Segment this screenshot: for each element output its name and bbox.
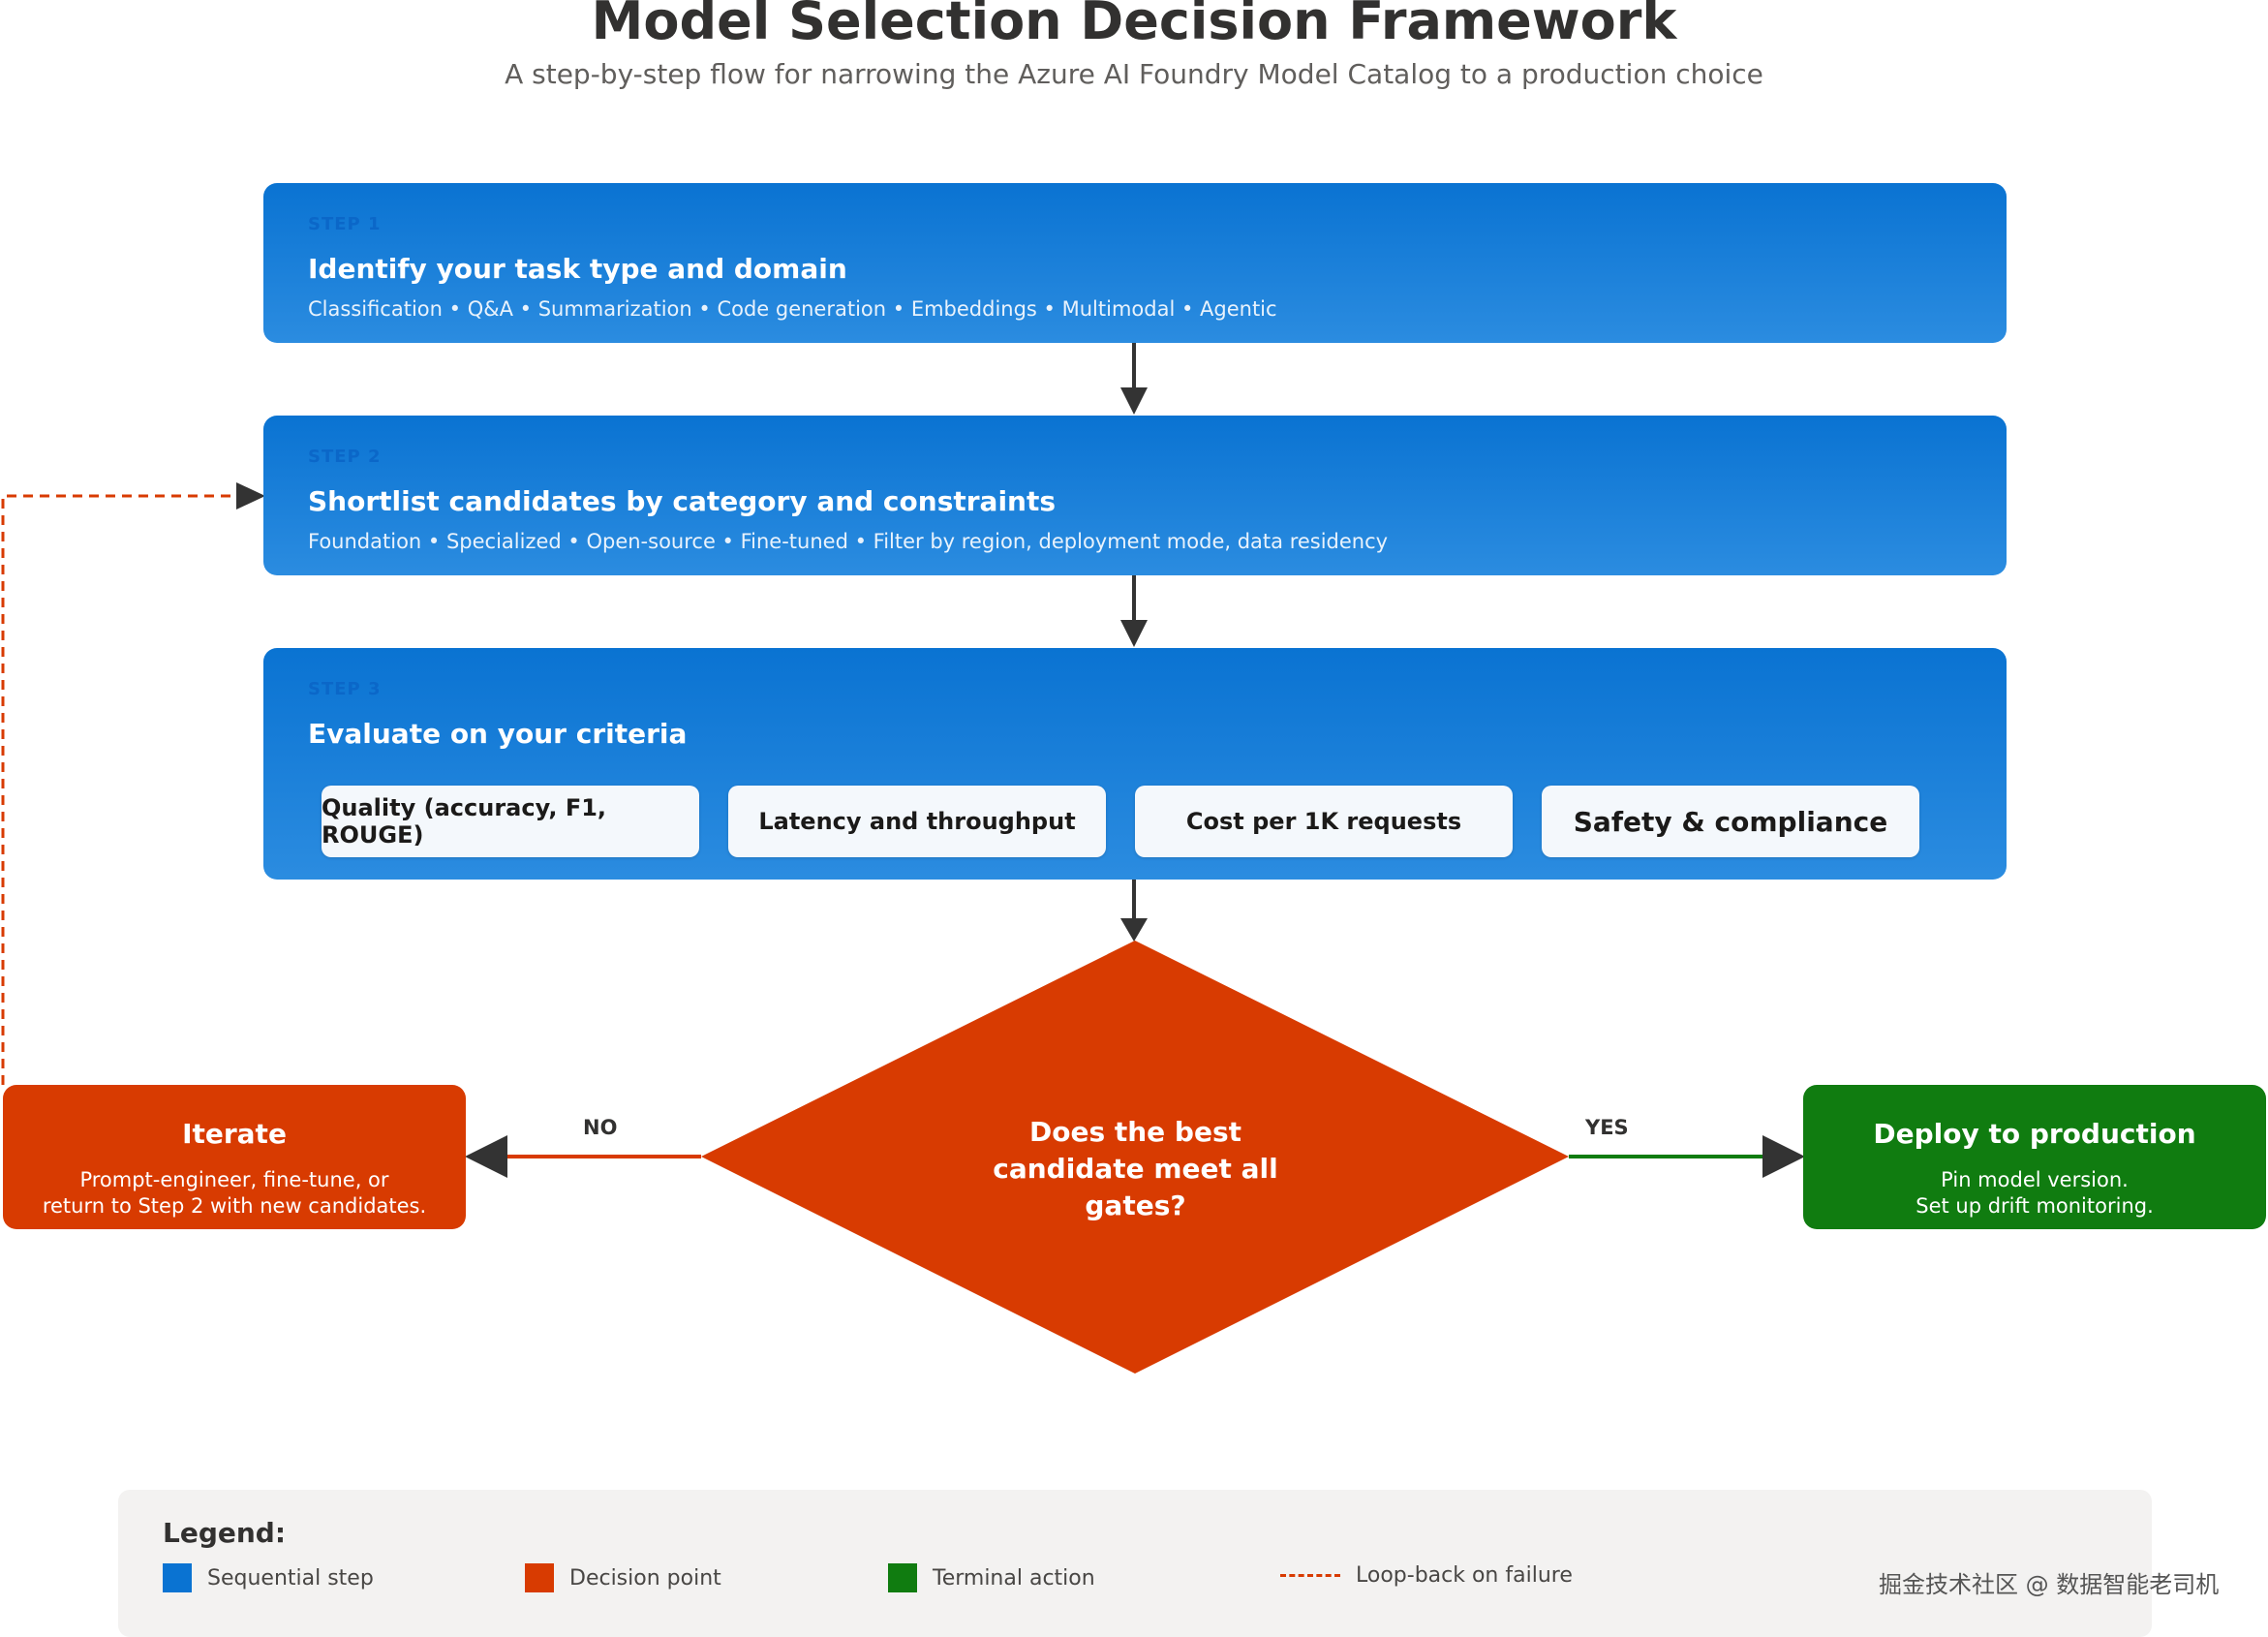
arrowhead-step3 (1120, 620, 1148, 647)
deploy-description: Pin model version. Set up drift monitori… (1803, 1167, 2266, 1220)
legend-swatch-blue (163, 1563, 192, 1592)
arrowhead-decision (1120, 918, 1148, 942)
deploy-description-line1: Pin model version. (1941, 1168, 2129, 1191)
arrowhead-step2 (1120, 387, 1148, 415)
legend: Legend: Sequential step Decision point T… (118, 1490, 2152, 1637)
watermark: 掘金技术社区 @ 数据智能老司机 (1879, 1571, 2220, 1598)
yes-label: YES (1585, 1116, 1629, 1139)
arrowhead-loop-back (236, 482, 265, 510)
decision-question: Does the best candidate meet all gates? (993, 1116, 1278, 1221)
step-2-box: STEP 2 Shortlist candidates by category … (263, 416, 2007, 575)
decision-diamond (701, 941, 1569, 1374)
legend-item-terminal: Terminal action (888, 1563, 1095, 1592)
criterion-latency: Latency and throughput (728, 786, 1106, 857)
page-title: Model Selection Decision Framework (591, 0, 1677, 51)
legend-label-sequential: Sequential step (207, 1565, 374, 1591)
legend-item-sequential: Sequential step (163, 1563, 374, 1592)
step-2-description: Foundation • Specialized • Open-source •… (308, 530, 1389, 553)
legend-swatch-orange (525, 1563, 554, 1592)
step-1-label: STEP 1 (308, 214, 382, 234)
legend-label-terminal: Terminal action (933, 1565, 1095, 1591)
legend-swatch-green (888, 1563, 917, 1592)
step-1-box: STEP 1 Identify your task type and domai… (263, 183, 2007, 343)
step-1-title: Identify your task type and domain (308, 253, 847, 285)
arrowhead-iterate (465, 1135, 507, 1178)
iterate-description-line2: return to Step 2 with new candidates. (42, 1194, 427, 1218)
iterate-description: Prompt-engineer, fine-tune, or return to… (3, 1167, 466, 1220)
legend-item-decision: Decision point (525, 1563, 721, 1592)
legend-label-decision: Decision point (569, 1565, 721, 1591)
step-3-label: STEP 3 (308, 679, 382, 699)
criterion-quality: Quality (accuracy, F1, ROUGE) (322, 786, 699, 857)
step-2-label: STEP 2 (308, 447, 382, 467)
loop-back-line (1, 494, 238, 1085)
iterate-title: Iterate (182, 1118, 287, 1150)
step-2-title: Shortlist candidates by category and con… (308, 485, 1057, 517)
deploy-description-line2: Set up drift monitoring. (1916, 1194, 2154, 1218)
deploy-title: Deploy to production (1873, 1118, 2196, 1150)
step-3-box: STEP 3 Evaluate on your criteria Quality… (263, 648, 2007, 880)
legend-title: Legend: (163, 1517, 287, 1549)
page-subtitle: A step-by-step flow for narrowing the Az… (505, 58, 1763, 90)
iterate-box: Iterate Prompt-engineer, fine-tune, or r… (3, 1085, 466, 1229)
criterion-cost: Cost per 1K requests (1135, 786, 1513, 857)
iterate-description-line1: Prompt-engineer, fine-tune, or (79, 1168, 389, 1191)
criterion-safety: Safety & compliance (1542, 786, 1919, 857)
step-3-title: Evaluate on your criteria (308, 718, 688, 750)
legend-item-loop-back: Loop-back on failure (1280, 1563, 1573, 1588)
step-1-description: Classification • Q&A • Summarization • C… (308, 297, 1277, 321)
deploy-box: Deploy to production Pin model version. … (1803, 1085, 2266, 1229)
legend-label-loop-back: Loop-back on failure (1356, 1563, 1573, 1588)
arrowhead-deploy (1762, 1135, 1805, 1178)
legend-swatch-dashed (1280, 1574, 1340, 1577)
no-label: NO (583, 1116, 618, 1139)
